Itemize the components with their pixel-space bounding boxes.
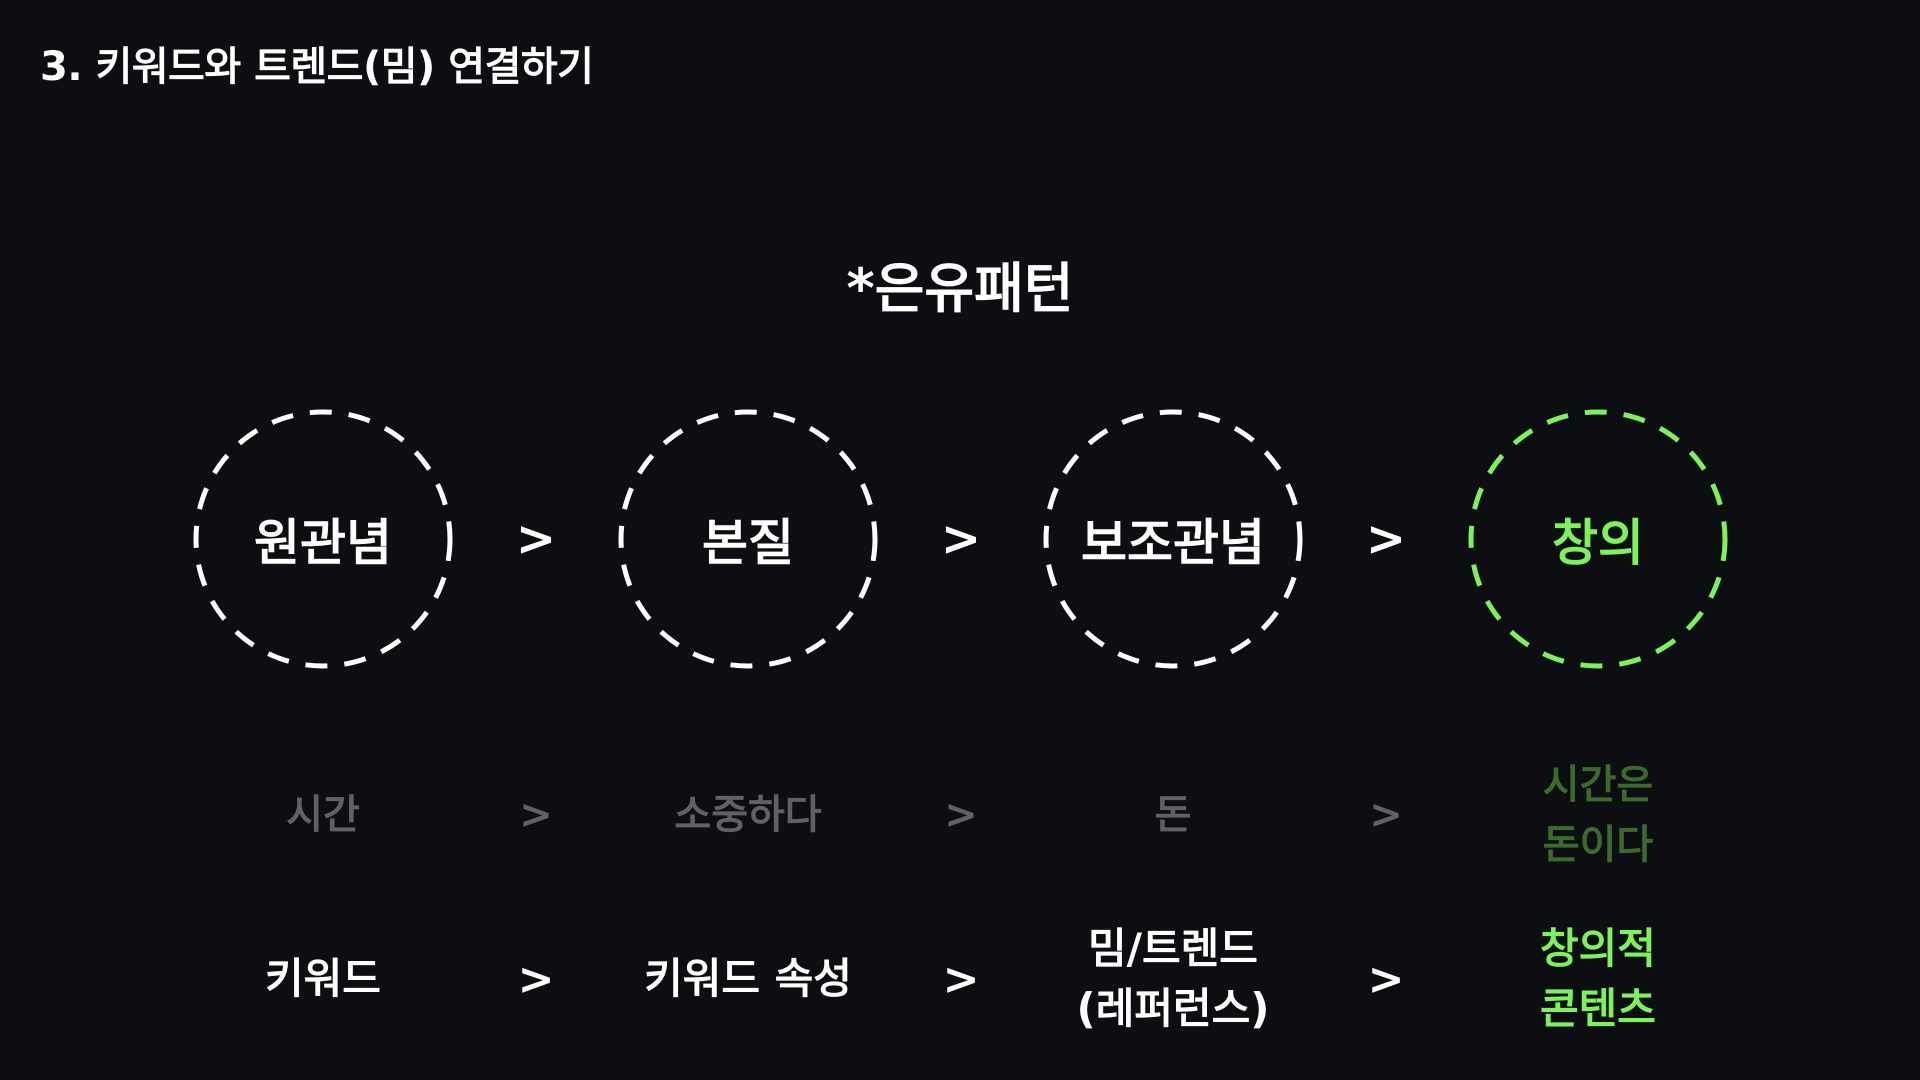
example-item: 돈 <box>1154 792 1192 838</box>
pattern-heading: *은유패턴 <box>846 257 1074 320</box>
example-item: 시간은 돈이다 <box>1542 762 1654 868</box>
arrow-separator: > <box>944 792 978 838</box>
stage-label: 원관념 <box>254 514 392 572</box>
arrow-separator: > <box>519 792 553 838</box>
page-title: 3. 키워드와 트렌드(밈) 연결하기 <box>40 44 594 90</box>
arrow-separator: > <box>940 511 982 567</box>
application-item: 키워드 속성 <box>644 954 852 1003</box>
stage-label: 창의 <box>1552 514 1644 572</box>
stage-label: 보조관념 <box>1081 514 1265 572</box>
dashed-circle-shape <box>1043 409 1303 669</box>
stage-circle-essence: 본질 <box>617 408 879 670</box>
stage-circle-auxiliary-concept: 보조관념 <box>1042 408 1304 670</box>
arrow-separator: > <box>1369 792 1403 838</box>
stage-circle-original-concept: 원관념 <box>192 408 454 670</box>
arrow-separator: > <box>515 511 557 567</box>
arrow-separator: > <box>942 953 980 1005</box>
arrow-separator: > <box>1367 953 1405 1005</box>
arrow-separator: > <box>1365 511 1407 567</box>
dashed-circle-shape <box>193 409 453 669</box>
application-item: 밈/트렌드 (레퍼런스) <box>1076 924 1270 1033</box>
stage-circle-creativity: 창의 <box>1467 408 1729 670</box>
dashed-circle-shape <box>1468 409 1728 669</box>
example-item: 소중하다 <box>674 792 822 838</box>
dashed-circle-shape <box>618 409 878 669</box>
stage-label: 본질 <box>702 514 794 572</box>
arrow-separator: > <box>517 953 555 1005</box>
example-item: 시간 <box>286 792 360 838</box>
application-item: 창의적 콘텐츠 <box>1540 924 1656 1033</box>
application-item: 키워드 <box>265 954 381 1003</box>
